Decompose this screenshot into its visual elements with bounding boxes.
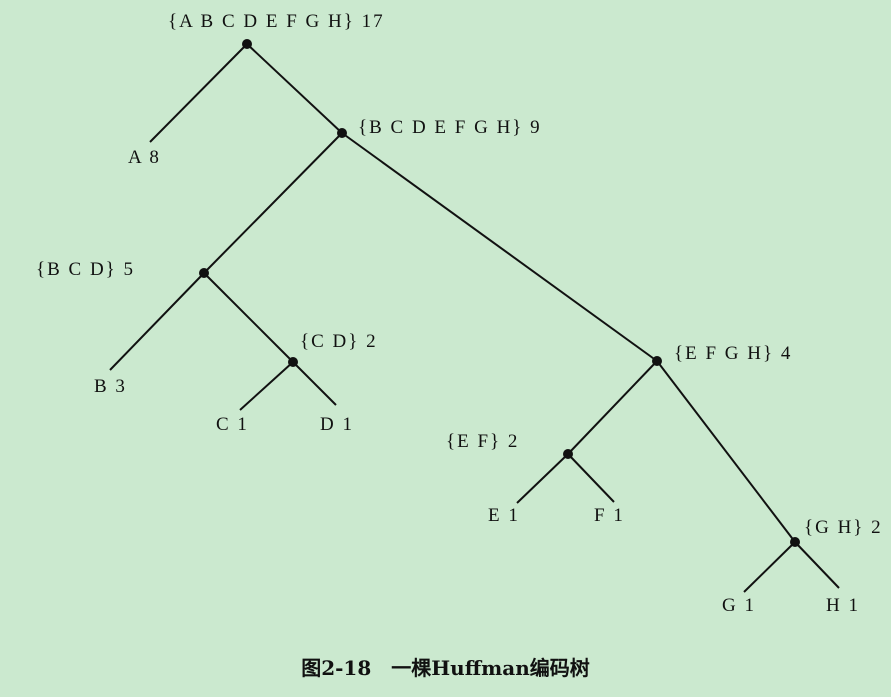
node-dot-bcd [199, 268, 209, 278]
node-dot-cd [288, 357, 298, 367]
node-dot-root [242, 39, 252, 49]
leaf-label-a: A 8 [128, 147, 161, 168]
edge-efgh-ef [567, 360, 658, 455]
node-dot-bh [337, 128, 347, 138]
edge-gh-h [794, 541, 840, 589]
node-label-cd: {C D} 2 [300, 331, 378, 352]
leaf-label-g: G 1 [722, 595, 756, 616]
leaf-label-c: C 1 [216, 414, 249, 435]
edge-gh-g [743, 541, 796, 593]
edge-efgh-gh [656, 360, 796, 543]
node-label-bh: {B C D E F G H} 9 [358, 117, 542, 138]
node-label-root: {A B C D E F G H} 17 [168, 11, 385, 32]
edge-cd-d [292, 361, 337, 406]
edge-root-a [149, 43, 248, 143]
edge-root-bh [246, 43, 343, 134]
figure-caption: 图2-18 一棵Huffman编码树 [301, 656, 590, 680]
leaf-label-d: D 1 [320, 414, 354, 435]
edge-bcd-cd [203, 272, 294, 363]
edge-cd-c [239, 361, 294, 411]
edge-bh-bcd [203, 132, 343, 274]
leaf-label-h: H 1 [826, 595, 860, 616]
node-label-bcd: {B C D} 5 [36, 259, 136, 280]
node-dot-efgh [652, 356, 662, 366]
edge-bcd-b [109, 272, 205, 371]
node-label-gh: {G H} 2 [804, 517, 883, 538]
node-dot-ef [563, 449, 573, 459]
edge-bh-efgh [341, 132, 658, 362]
edge-ef-f [567, 453, 615, 503]
node-label-efgh: {E F G H} 4 [674, 343, 793, 364]
edge-ef-e [516, 453, 569, 504]
leaf-label-b: B 3 [94, 376, 127, 397]
leaf-label-f: F 1 [594, 505, 625, 526]
node-dot-gh [790, 537, 800, 547]
leaf-label-e: E 1 [488, 505, 520, 526]
node-label-ef: {E F} 2 [446, 431, 520, 452]
